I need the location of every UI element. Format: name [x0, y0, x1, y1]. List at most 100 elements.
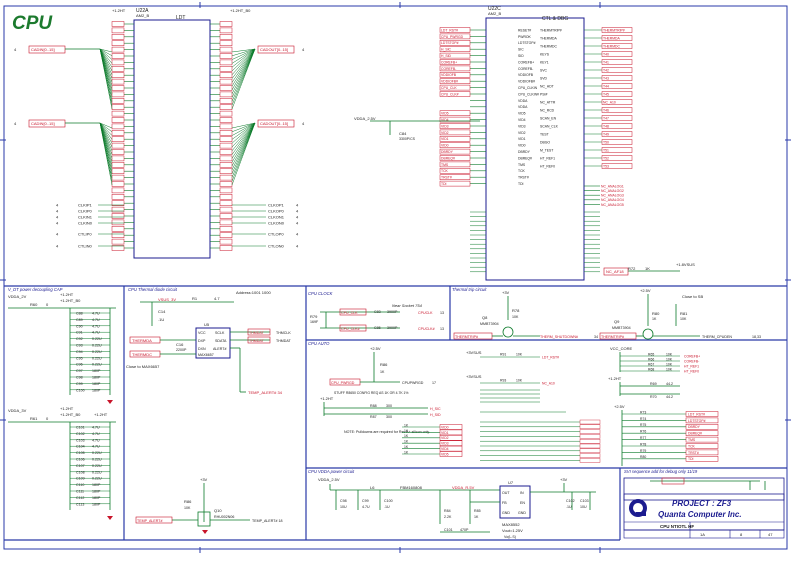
svi-res: R86 [184, 499, 192, 504]
cpu-c-net-right: T45 [603, 92, 609, 96]
cpu-a-net-right [219, 110, 233, 117]
cpu-a-net-left [111, 187, 125, 194]
cpu-c-net-box [439, 123, 471, 129]
vd-ind: L6 [370, 485, 375, 490]
auto-res3-val: 300 [386, 415, 392, 419]
rp-rail2: +1.2HT [608, 376, 622, 381]
cpu-c-pin-name-left: COREFB+ [518, 60, 534, 64]
auto-res1: R86 [380, 362, 388, 367]
dec-cap-val: 4.7U [92, 331, 100, 335]
bus-line [231, 122, 256, 163]
cpu-c-pin-name-left: SIC [518, 48, 524, 52]
cpu-c-pin-name-right: NC_ATTR [540, 100, 556, 104]
td-c-da: C16 [176, 342, 184, 347]
cpu-a-net-left [111, 66, 125, 72]
bus-line [231, 48, 256, 98]
cpu-c-net-box [439, 65, 471, 72]
auto-rail3: +3VSUS [466, 350, 482, 355]
bus-line [231, 48, 256, 79]
cpu-c-pin-name-right: NC_RCD [540, 108, 555, 112]
dec-cap-val: 180P [92, 490, 101, 494]
gnd-symbols-svi [202, 530, 208, 534]
tt-net-out2: THERM_CPUDEN [702, 335, 732, 339]
rd-ref: R75 [640, 423, 646, 427]
dec-cap-ref: C110 [76, 483, 84, 487]
cpu-c-net-right: T48 [603, 124, 609, 128]
cpu-c-block: CTL & DBG [542, 16, 568, 22]
bus-line [99, 48, 113, 64]
vd-cap5-val: .1U [566, 505, 572, 509]
cpu-c-net-left: COREFB- [441, 67, 456, 71]
dec-cap-val: 180P [92, 388, 101, 392]
cpu-a-net-left [111, 194, 125, 200]
cpu-c-net-right: THERMTRIP# [603, 28, 625, 32]
vddio-label: VDDA_2.5V [354, 116, 376, 121]
td-pin-r2: ALERT# [213, 347, 227, 351]
td-out2b: THMDAT [276, 339, 292, 343]
dec-cap-val: 180P [92, 483, 101, 487]
tt-res1: R78 [512, 308, 520, 313]
vd-reg-pr0: IN [520, 491, 524, 495]
cpu-a-net-right [219, 46, 233, 53]
cpu-a-net-left [111, 21, 125, 27]
cpu-a-net-right [219, 162, 233, 168]
vd-cap1: C98 [340, 499, 347, 503]
cpu-a-net-left [111, 104, 125, 110]
cpu-c-pin-name-right: HT_REF1 [540, 156, 555, 160]
cpu-c-net-box [601, 83, 633, 89]
dec-bot-rail2: +1.2HT_B0 [60, 412, 81, 417]
cpu-c-net-box [439, 116, 471, 123]
cpu-a-net-right [219, 181, 233, 187]
cpu-c-pin-name-left: VDDIOFB# [518, 80, 535, 84]
cpu-a-net-right [219, 245, 233, 251]
auto-rail: +2.5V [370, 346, 381, 351]
dec-cap-val: 4.7U [92, 432, 100, 436]
cpu-a-net-left [111, 85, 125, 91]
cpu-c-net-left: VID1 [441, 137, 449, 141]
bus-line [99, 48, 113, 57]
rd-box [685, 456, 719, 462]
section-clock: CPU CLOCK [308, 291, 333, 296]
cadout-h-num: 4 [302, 47, 305, 52]
vd-net: VDDA_2.5V [318, 477, 340, 482]
vd-cap2: C99 [362, 499, 369, 503]
cpu-c-pin-name-left: VID4 [518, 118, 526, 122]
cpu-a-net-right [219, 187, 233, 194]
auto-right-box [579, 424, 601, 429]
bus-line [99, 122, 113, 144]
bus-line [99, 48, 113, 60]
sheet-total: 47 [768, 532, 773, 537]
cpu-a-rail-left: +1.2HT [112, 8, 126, 13]
tt-q1: Q8 [482, 315, 488, 320]
vd-reg-note: Vo(L.S) [504, 535, 516, 539]
bus-line [231, 48, 256, 68]
auto-pull-box [439, 429, 463, 436]
bus-line [99, 122, 113, 148]
td-pin-l2: DXN [198, 347, 206, 351]
cpu-c-pin-name-left: CPU_CLKIN# [518, 92, 539, 96]
cpu-a-net-right [219, 206, 233, 213]
cpu-a-net-right [219, 149, 233, 155]
cadin-h-num: 4 [14, 47, 17, 52]
cpu-c-net-right: THERMDC [603, 44, 621, 48]
cpu-c-pin-name-right: SCAN_EN [540, 116, 557, 120]
cpu-c-net-right: T52 [603, 156, 609, 160]
rd-net: LDT_RST# [688, 412, 705, 416]
vd-cap6: C103 [580, 499, 589, 503]
bus-line [99, 122, 113, 140]
cpu-c-net-box [601, 67, 633, 73]
clk-right-num: 4 [296, 209, 299, 214]
dec-cap-val: 4.7U [92, 445, 100, 449]
bus-line [99, 122, 113, 129]
cpu-a-net-left [111, 226, 125, 232]
dec-top-rail2: +1.2HT_B0 [60, 298, 81, 303]
cpu-c-net-right: T53 [603, 164, 609, 168]
section-vrm: SVI sequence add for debug only 11/19 [624, 469, 698, 474]
cpu-c-pin-name-left: DBREQ# [518, 156, 532, 160]
cpu-a-net-right [219, 174, 233, 181]
quanta-logo [629, 499, 647, 517]
ctl-left-label: CTLIN0 [78, 244, 93, 249]
auto-pull-val: 1K [404, 440, 409, 444]
vd-rail: +3V [560, 477, 568, 482]
cpu-a-net-left [111, 59, 125, 66]
